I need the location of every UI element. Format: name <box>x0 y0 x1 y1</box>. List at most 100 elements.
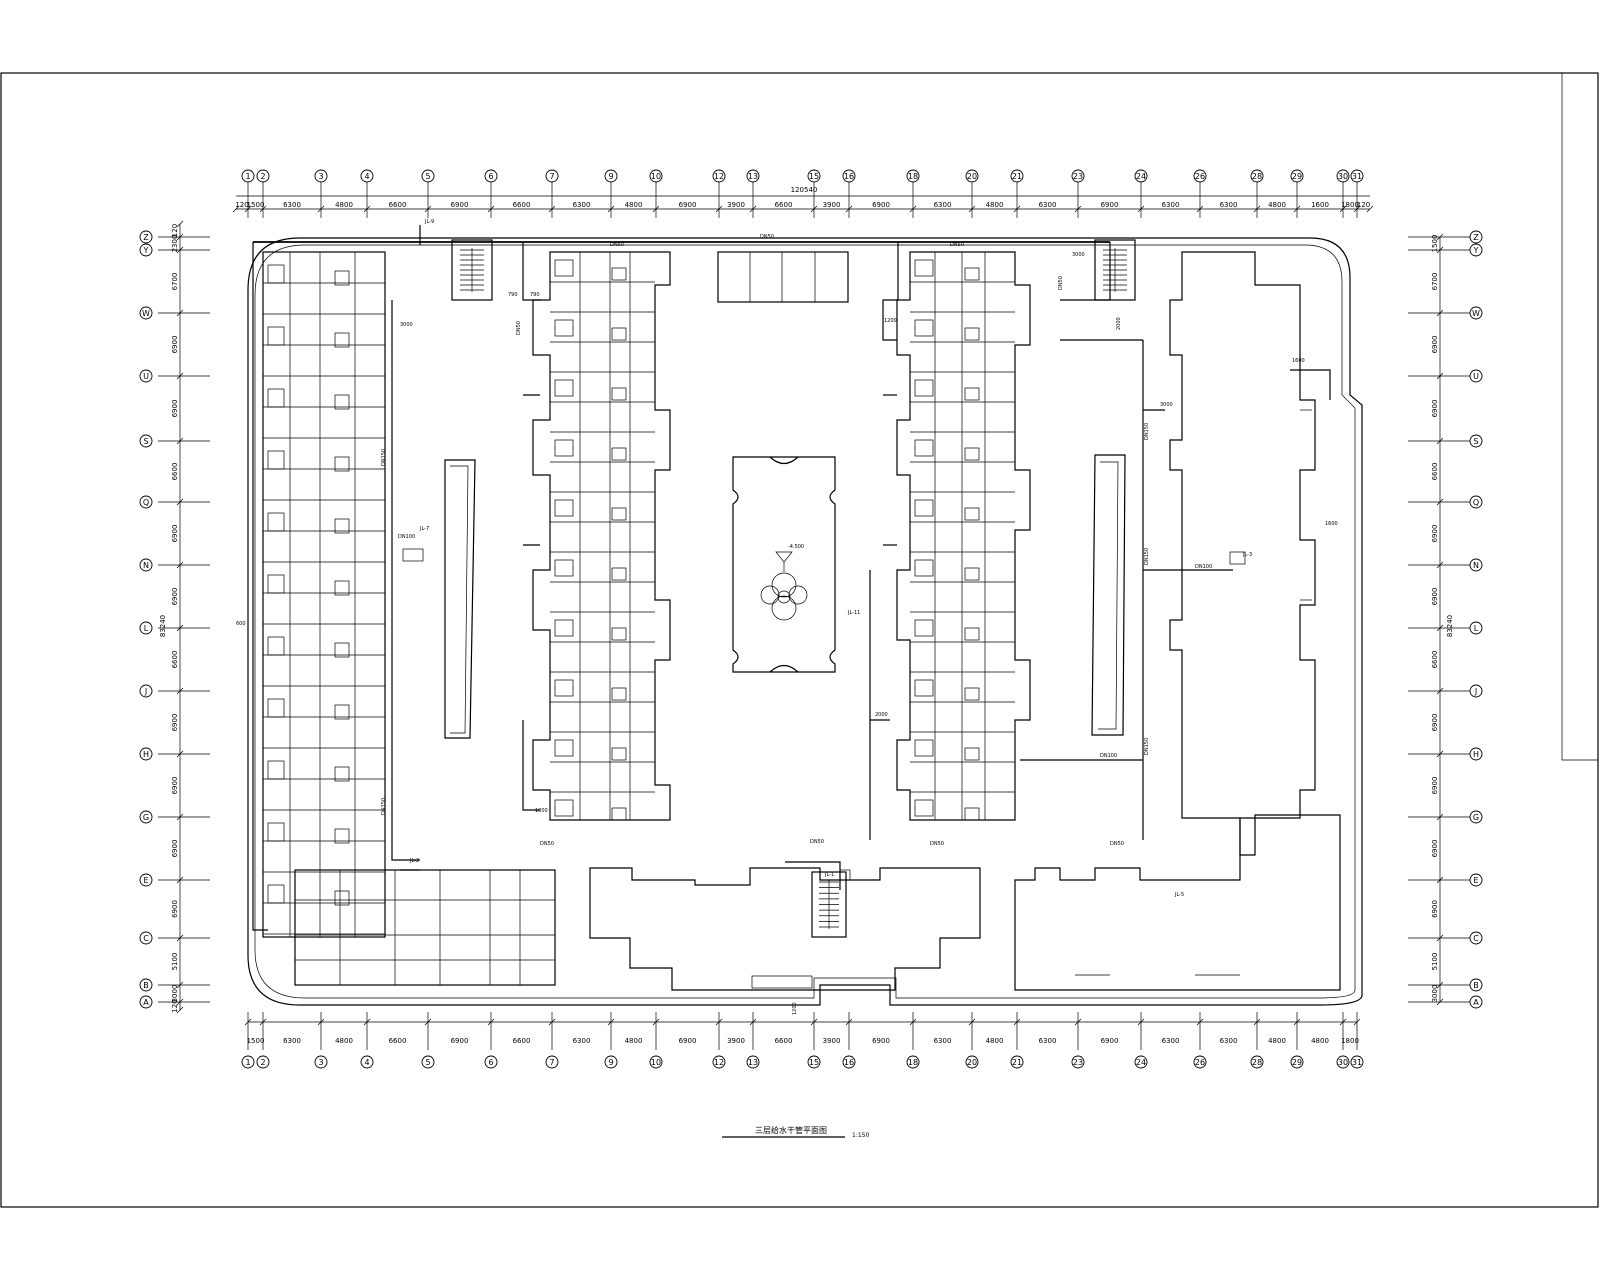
axis-bottom-30-label: 30 <box>1338 1058 1348 1067</box>
axis-bottom-30-circle <box>1336 1055 1350 1069</box>
dim-left-tick-12 <box>176 876 184 884</box>
axis-right-S-label: S <box>1473 437 1478 446</box>
axis-bottom-29-label: 29 <box>1292 1058 1302 1067</box>
axis-left-C-label: C <box>143 934 149 943</box>
dim-bottom-12: 6900 <box>872 1037 890 1045</box>
axis-left-U-circle <box>139 369 153 383</box>
axis-bottom-23-circle <box>1071 1055 1085 1069</box>
axis-right-A-circle <box>1469 995 1483 1009</box>
axis-bottom-24-circle <box>1134 1055 1148 1069</box>
central-east-rooms <box>910 251 1015 821</box>
dim-top-17: 6900 <box>1101 201 1119 209</box>
axis-right-E-circle <box>1469 873 1483 887</box>
dim-right-tick-13 <box>1436 981 1444 989</box>
axis-left-L-label: L <box>144 624 149 633</box>
axis-top-16-label: 16 <box>844 172 854 181</box>
axis-bottom-23-label: 23 <box>1073 1058 1083 1067</box>
axis-right-H-circle <box>1469 747 1483 761</box>
central-west-fixture <box>611 447 627 461</box>
axis-bottom-18-circle <box>906 1055 920 1069</box>
dim-top-tick-14 <box>909 205 917 213</box>
axis-top-18-circle <box>906 169 920 183</box>
right-building-block <box>1169 251 1316 856</box>
axis-left-E-circle <box>139 873 153 887</box>
dim-bottom-tick-9 <box>715 1018 723 1026</box>
dim-left-tick-5 <box>176 437 184 445</box>
axis-top-18-label: 18 <box>908 172 918 181</box>
left-room-fixture <box>334 766 350 782</box>
elevation-label: -4.500 <box>788 544 804 550</box>
left-room-fixture <box>334 270 350 286</box>
axis-top-28-label: 28 <box>1252 172 1262 181</box>
left-room-fixture <box>267 388 285 408</box>
central-west-fixture <box>554 379 574 397</box>
axis-top-5-circle <box>421 169 435 183</box>
dimension-1000: 1000 <box>535 808 548 814</box>
axis-bottom-3-label: 3 <box>318 1058 323 1067</box>
left-room-fixture <box>267 264 285 284</box>
bottom-right-block <box>1014 814 1341 991</box>
central-west-fixture <box>554 739 574 757</box>
dim-top-2: 6300 <box>283 201 301 209</box>
dim-bottom-14: 4800 <box>986 1037 1004 1045</box>
dimension-790-b: 790 <box>530 292 540 298</box>
dim-bottom-tick-17 <box>1137 1018 1145 1026</box>
dim-top-15: 4800 <box>986 201 1004 209</box>
axis-top-7-label: 7 <box>549 172 554 181</box>
axis-left-Y-label: Y <box>143 246 149 255</box>
top-center-shops <box>717 251 849 303</box>
dim-right-4: 6600 <box>1431 463 1439 481</box>
axis-left-Q-label: Q <box>143 498 149 507</box>
axis-top-21-label: 21 <box>1012 172 1022 181</box>
dim-bottom-11: 3900 <box>823 1037 841 1045</box>
axis-left-E-label: E <box>143 876 148 885</box>
pipe-label-dn50-bottom-b: DN50 <box>930 841 944 847</box>
central-west-fixture <box>611 387 627 401</box>
dim-top-tick-7 <box>548 205 556 213</box>
axis-top-24-label: 24 <box>1136 172 1146 181</box>
central-west-fixture <box>611 747 627 761</box>
dim-top-tick-10 <box>715 205 723 213</box>
riser-symbols <box>402 548 1246 881</box>
left-room-fixture <box>334 704 350 720</box>
axis-top-24-circle <box>1134 169 1148 183</box>
axis-right-L-circle <box>1469 621 1483 635</box>
dimension-2000-a: 2000 <box>1116 317 1122 330</box>
water-main-pipes <box>252 225 1331 931</box>
axis-left-N-label: N <box>143 561 149 570</box>
central-east-fixture <box>914 799 934 817</box>
axis-bottom-15-circle <box>807 1055 821 1069</box>
central-west-fixture <box>554 619 574 637</box>
dimension-3000-b: 3000 <box>1072 252 1085 258</box>
dimension-2000-b: 2000 <box>875 712 888 718</box>
axis-bottom-21-circle <box>1010 1055 1024 1069</box>
pipe-label-dn100-a: DN100 <box>1195 564 1212 570</box>
central-east-fixture <box>964 747 980 761</box>
left-room-fixture <box>334 890 350 906</box>
grid-vertical-lines <box>247 182 1358 1050</box>
central-east-fixture <box>964 687 980 701</box>
dim-right-10: 6900 <box>1431 840 1439 858</box>
central-west-fixture <box>554 259 574 277</box>
dim-bottom-20: 4800 <box>1311 1037 1329 1045</box>
dim-top-tick-6 <box>487 205 495 213</box>
axis-top-9-label: 9 <box>608 172 613 181</box>
axis-bottom-4-label: 4 <box>364 1058 369 1067</box>
central-east-fixture <box>914 679 934 697</box>
dim-bottom-19: 4800 <box>1268 1037 1286 1045</box>
dim-bottom-tick-19 <box>1253 1018 1261 1026</box>
dim-bottom-8: 6900 <box>679 1037 697 1045</box>
dimension-1200-b: 1200 <box>792 1002 798 1015</box>
dim-top-tick-20 <box>1253 205 1261 213</box>
axis-bottom-12-circle <box>712 1055 726 1069</box>
central-west-fixture <box>554 559 574 577</box>
dim-top-9: 6900 <box>679 201 697 209</box>
dim-left-5: 6600 <box>171 463 179 481</box>
dim-right-3: 6900 <box>1431 400 1439 418</box>
riser-label-jl1: JL-1 <box>824 872 834 878</box>
dim-bottom-tick-20 <box>1293 1018 1301 1026</box>
dim-top-3: 4800 <box>335 201 353 209</box>
left-room-fixture <box>334 332 350 348</box>
